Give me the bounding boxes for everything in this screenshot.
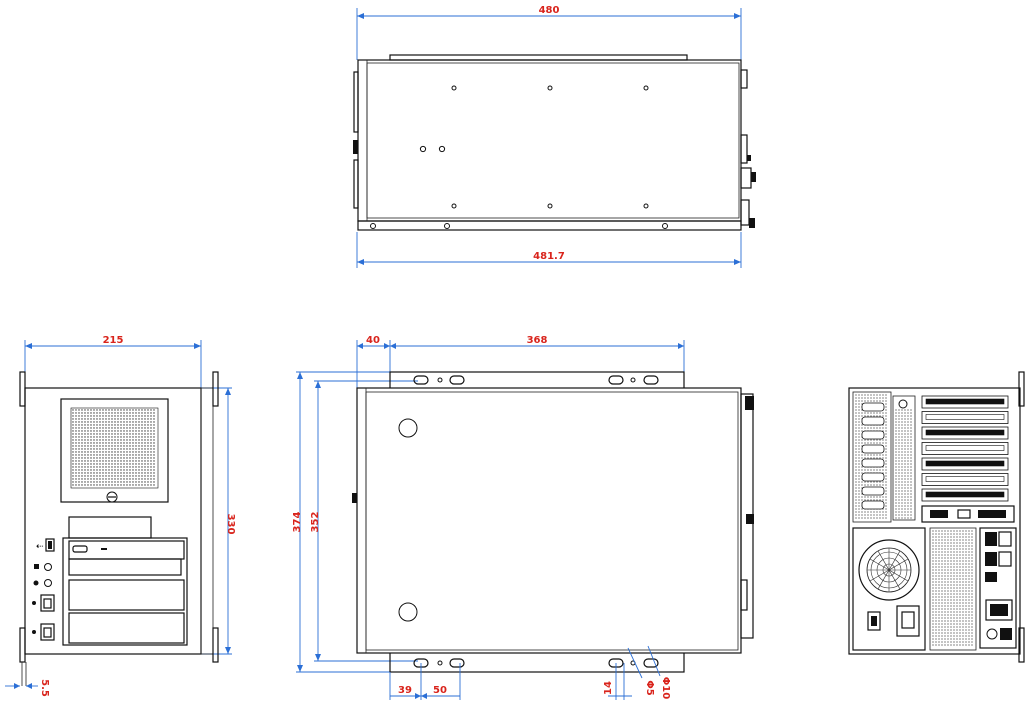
rear-serial-ports	[861, 402, 885, 510]
psu-fan-grille	[867, 548, 911, 592]
svg-text:⇠: ⇠	[36, 542, 44, 552]
dim-368-label: 368	[527, 335, 548, 346]
rear-expansion-slots	[921, 395, 1009, 502]
dim-352-label: 352	[310, 512, 321, 533]
dim-phi5-label: Φ5	[644, 680, 655, 696]
dim-14-label: 14	[603, 681, 614, 695]
dim-39-label: 39	[398, 685, 412, 696]
top-view: 480 481.7	[353, 5, 756, 268]
rear-vent-right	[932, 530, 973, 646]
front-fan-grille	[72, 409, 155, 486]
dim-330-label: 330	[225, 514, 236, 535]
rear-view	[848, 371, 1025, 663]
dim-40-label: 40	[366, 335, 380, 346]
dim-50-label: 50	[433, 685, 447, 696]
side-view: 40 368 374 352	[292, 335, 754, 700]
dim-215-label: 215	[103, 335, 124, 346]
dim-phi10-label: Φ10	[660, 677, 671, 699]
front-view: 215 330 ⇠	[5, 335, 236, 697]
dim-481-7-label: 481.7	[533, 251, 565, 262]
rear-vent-left	[855, 394, 887, 519]
rear-vent-center	[895, 409, 912, 519]
dim-480-label: 480	[539, 5, 560, 16]
dim-374-label: 374	[292, 512, 303, 533]
dim-5-5-label: 5.5	[39, 679, 50, 697]
